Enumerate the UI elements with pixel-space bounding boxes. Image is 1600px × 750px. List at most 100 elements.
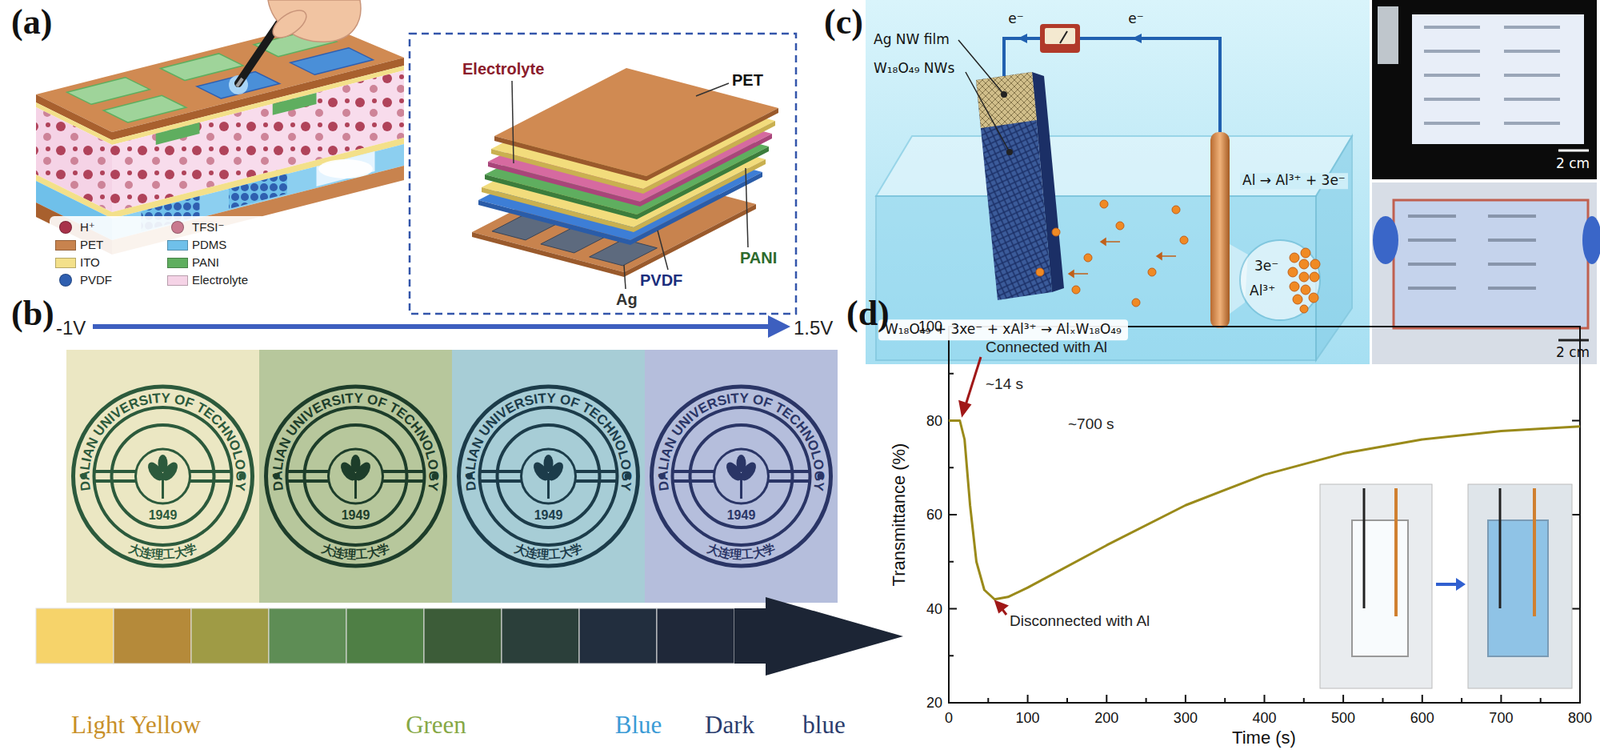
- color-scale-bar: [734, 596, 904, 676]
- photo: [1408, 286, 1456, 290]
- inset-photo: [1320, 484, 1432, 688]
- electron-label: e⁻: [1008, 11, 1024, 28]
- ion-arrow: [1068, 270, 1074, 277]
- logo-chinese-text: 大连理工大学: [127, 540, 200, 561]
- color-name: Green: [405, 710, 467, 740]
- leader-line: [958, 40, 1010, 152]
- al-ions: [1116, 221, 1124, 230]
- color-name: Dark: [704, 710, 755, 740]
- legend-text: Electrolyte: [192, 272, 248, 287]
- logo-text: 大连理工大学: [320, 540, 392, 561]
- part-label: Ag: [616, 290, 638, 309]
- color-scale-bar: [268, 608, 347, 664]
- al-ions: [1310, 259, 1320, 269]
- voltage-arrow: [768, 315, 791, 338]
- inset-photo: [1468, 484, 1572, 688]
- color-scale-bar: [346, 608, 424, 664]
- electron-arrow: [1017, 33, 1028, 44]
- inset-photo: [1456, 577, 1466, 591]
- panel-label: (a): [11, 2, 52, 44]
- part-label: PANI: [740, 248, 777, 268]
- inset-photo: [1320, 484, 1572, 688]
- annotation: ~700 s: [1068, 415, 1115, 433]
- al-ions: [1288, 267, 1298, 277]
- inset-illustration: [589, 239, 658, 266]
- al-ions: [1289, 281, 1300, 292]
- logo-arc-text: DALIAN UNIVERSITY OF TECHNOLOGY: [76, 390, 248, 492]
- cell-illustration: [976, 72, 1052, 300]
- al-ions: [1308, 292, 1319, 303]
- tick-label: 800: [1568, 709, 1592, 727]
- leader-line: [624, 264, 626, 289]
- color-scale-bar: [656, 608, 735, 664]
- annotation-arrow: [965, 356, 981, 405]
- photo: [1424, 97, 1480, 101]
- device-illustration: [156, 122, 200, 145]
- al-ions: [1148, 268, 1156, 276]
- al-ions: [1100, 200, 1108, 208]
- logo-photo: [259, 349, 452, 603]
- voltage-label: -1V: [56, 316, 86, 340]
- logo-photo: [266, 386, 446, 566]
- al-ions: [1299, 272, 1309, 282]
- legend-swatch: [167, 275, 188, 286]
- al-ions: [1289, 252, 1300, 263]
- photo: [1504, 49, 1560, 53]
- photo: [1372, 0, 1597, 180]
- legend-swatch: [59, 273, 72, 287]
- ion-arrow: [1156, 252, 1162, 260]
- ion-arrow: [1160, 255, 1176, 257]
- legend-text: PDMS: [192, 237, 227, 252]
- inset-illustration: [409, 33, 796, 314]
- axis-title: Time (s): [1232, 727, 1296, 748]
- logo-year: 1949: [341, 508, 371, 522]
- legend-swatch: [55, 257, 76, 268]
- device-illustration: [318, 159, 373, 179]
- tick-label: 500: [1331, 709, 1356, 727]
- legend-swatch: [55, 240, 76, 251]
- photo: [1424, 121, 1480, 125]
- chart: [948, 326, 1580, 703]
- color-scale-bar: [424, 608, 502, 664]
- color-name: blue: [802, 710, 845, 740]
- photo: [1393, 200, 1588, 328]
- scale-label: 2 cm: [1556, 344, 1590, 361]
- logo-chinese-text: 大连理工大学: [320, 540, 392, 561]
- part-label: Electrolyte: [462, 60, 544, 79]
- legend-text: PANI: [192, 255, 220, 269]
- photo: [1504, 73, 1560, 77]
- annotation: Disconnected with Al: [1009, 612, 1150, 630]
- logo-photo: [452, 349, 645, 603]
- electron-arrow: [1132, 33, 1142, 44]
- photo: [1488, 214, 1536, 218]
- tick-label: 20: [926, 694, 943, 712]
- tick-label: 80: [926, 412, 943, 429]
- legend-swatch: [59, 220, 72, 234]
- inset-photo: [1394, 488, 1398, 616]
- reaction-equation: W₁₈O₄₉ + 3xe⁻ + xAl³⁺ → AlₓW₁₈O₄₉: [878, 319, 1128, 340]
- photo: [1424, 49, 1480, 53]
- inset-photo: [1488, 520, 1548, 656]
- al-ions: [1309, 272, 1320, 282]
- logo-text: DALIAN UNIVERSITY OF TECHNOLOGY: [462, 390, 634, 492]
- logo-text: DALIAN UNIVERSITY OF TECHNOLOGY: [76, 390, 248, 492]
- logo-text: 大连理工大学: [705, 540, 778, 561]
- tick-label: 700: [1488, 709, 1513, 727]
- al-ions: [1132, 298, 1140, 307]
- photo: [1424, 25, 1480, 29]
- leader-dot: [1006, 148, 1013, 156]
- photo: [1408, 238, 1456, 242]
- device-illustration: [268, 4, 311, 43]
- photo: [1377, 6, 1399, 64]
- photo: [1488, 238, 1536, 242]
- leader-line: [745, 168, 748, 248]
- color-scale-bar: [36, 596, 904, 676]
- panel-label: (b): [11, 293, 55, 335]
- al-ions: [1300, 284, 1311, 295]
- photo: [1412, 14, 1584, 144]
- cell-illustration: [876, 136, 1352, 196]
- legend-swatch: [167, 257, 188, 268]
- panel-label: (c): [824, 2, 864, 44]
